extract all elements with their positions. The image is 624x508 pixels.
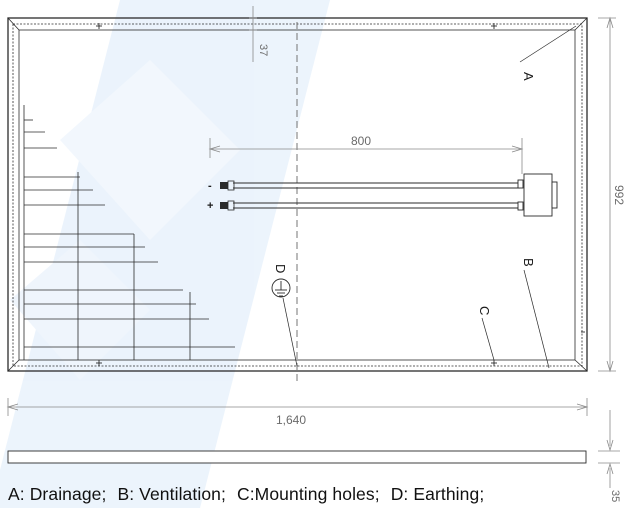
connector-positive	[220, 200, 235, 211]
cables	[233, 182, 520, 209]
dim-992	[598, 16, 616, 373]
callout-c: C	[477, 306, 492, 315]
dim-1640	[6, 398, 589, 416]
frame-corners	[7, 17, 588, 372]
legend-mounting-holes: C:Mounting holes;	[236, 484, 380, 504]
dim-35	[598, 410, 620, 488]
earthing-icon	[271, 278, 291, 298]
dim-37-label: 37	[257, 44, 269, 56]
legend-earthing: D: Earthing;	[390, 484, 485, 504]
dim-992-label: 992	[612, 185, 624, 205]
dim-35-label: 35	[609, 490, 621, 502]
legend: A: Drainage; B: Ventilation; C:Mounting …	[8, 484, 490, 505]
panel-side-profile	[7, 450, 587, 464]
legend-drainage: A: Drainage;	[8, 484, 107, 504]
dim-37	[249, 6, 257, 62]
cell-grid	[23, 105, 235, 360]
legend-ventilation: B: Ventilation;	[117, 484, 226, 504]
connector-negative	[220, 180, 235, 191]
polarity-negative-label: -	[208, 180, 212, 192]
callout-a: A	[521, 72, 536, 81]
callout-d: D	[273, 264, 288, 273]
panel-frame	[7, 17, 588, 372]
callout-c-leader	[481, 317, 495, 361]
mounting-holes	[96, 23, 585, 366]
dim-1640-label: 1,640	[276, 413, 306, 427]
watermark	[0, 0, 330, 508]
junction-box	[517, 173, 558, 217]
callout-d-leader	[282, 297, 298, 367]
dim-800	[208, 138, 524, 174]
dim-800-label: 800	[351, 134, 371, 148]
callout-b-leader	[523, 269, 550, 369]
callout-b: B	[521, 258, 536, 267]
callout-a-leader	[519, 25, 577, 63]
polarity-positive-label: +	[207, 200, 213, 212]
